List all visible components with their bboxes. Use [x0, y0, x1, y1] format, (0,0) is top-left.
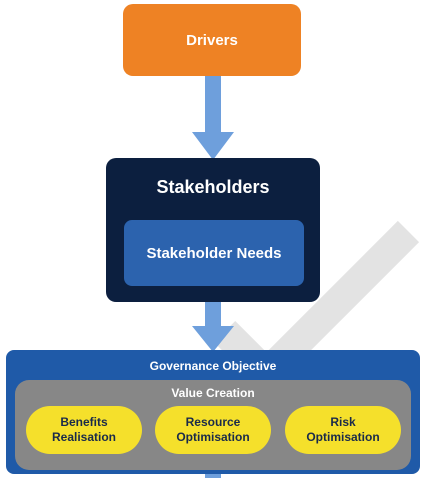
- resource-optimisation-pill: Resource Optimisation: [155, 406, 271, 454]
- stakeholder-needs-box: Stakeholder Needs: [124, 220, 304, 286]
- risk-optimisation-pill: Risk Optimisation: [285, 406, 401, 454]
- arrow-down-icon: [192, 302, 234, 352]
- drivers-label: Drivers: [186, 31, 238, 49]
- value-creation-title: Value Creation: [171, 386, 255, 400]
- arrow-down-icon: [192, 76, 234, 160]
- stakeholders-box: Stakeholders Stakeholder Needs: [106, 158, 320, 302]
- stakeholder-needs-label: Stakeholder Needs: [146, 244, 282, 262]
- drivers-box: Drivers: [123, 4, 301, 76]
- value-creation-box: Value Creation Benefits Realisation Reso…: [15, 380, 411, 470]
- stakeholders-title: Stakeholders: [156, 177, 270, 197]
- governance-objective-title: Governance Objective: [149, 359, 277, 373]
- benefits-realisation-pill: Benefits Realisation: [26, 406, 142, 454]
- governance-objective-box: Governance Objective Value Creation Bene…: [6, 350, 420, 474]
